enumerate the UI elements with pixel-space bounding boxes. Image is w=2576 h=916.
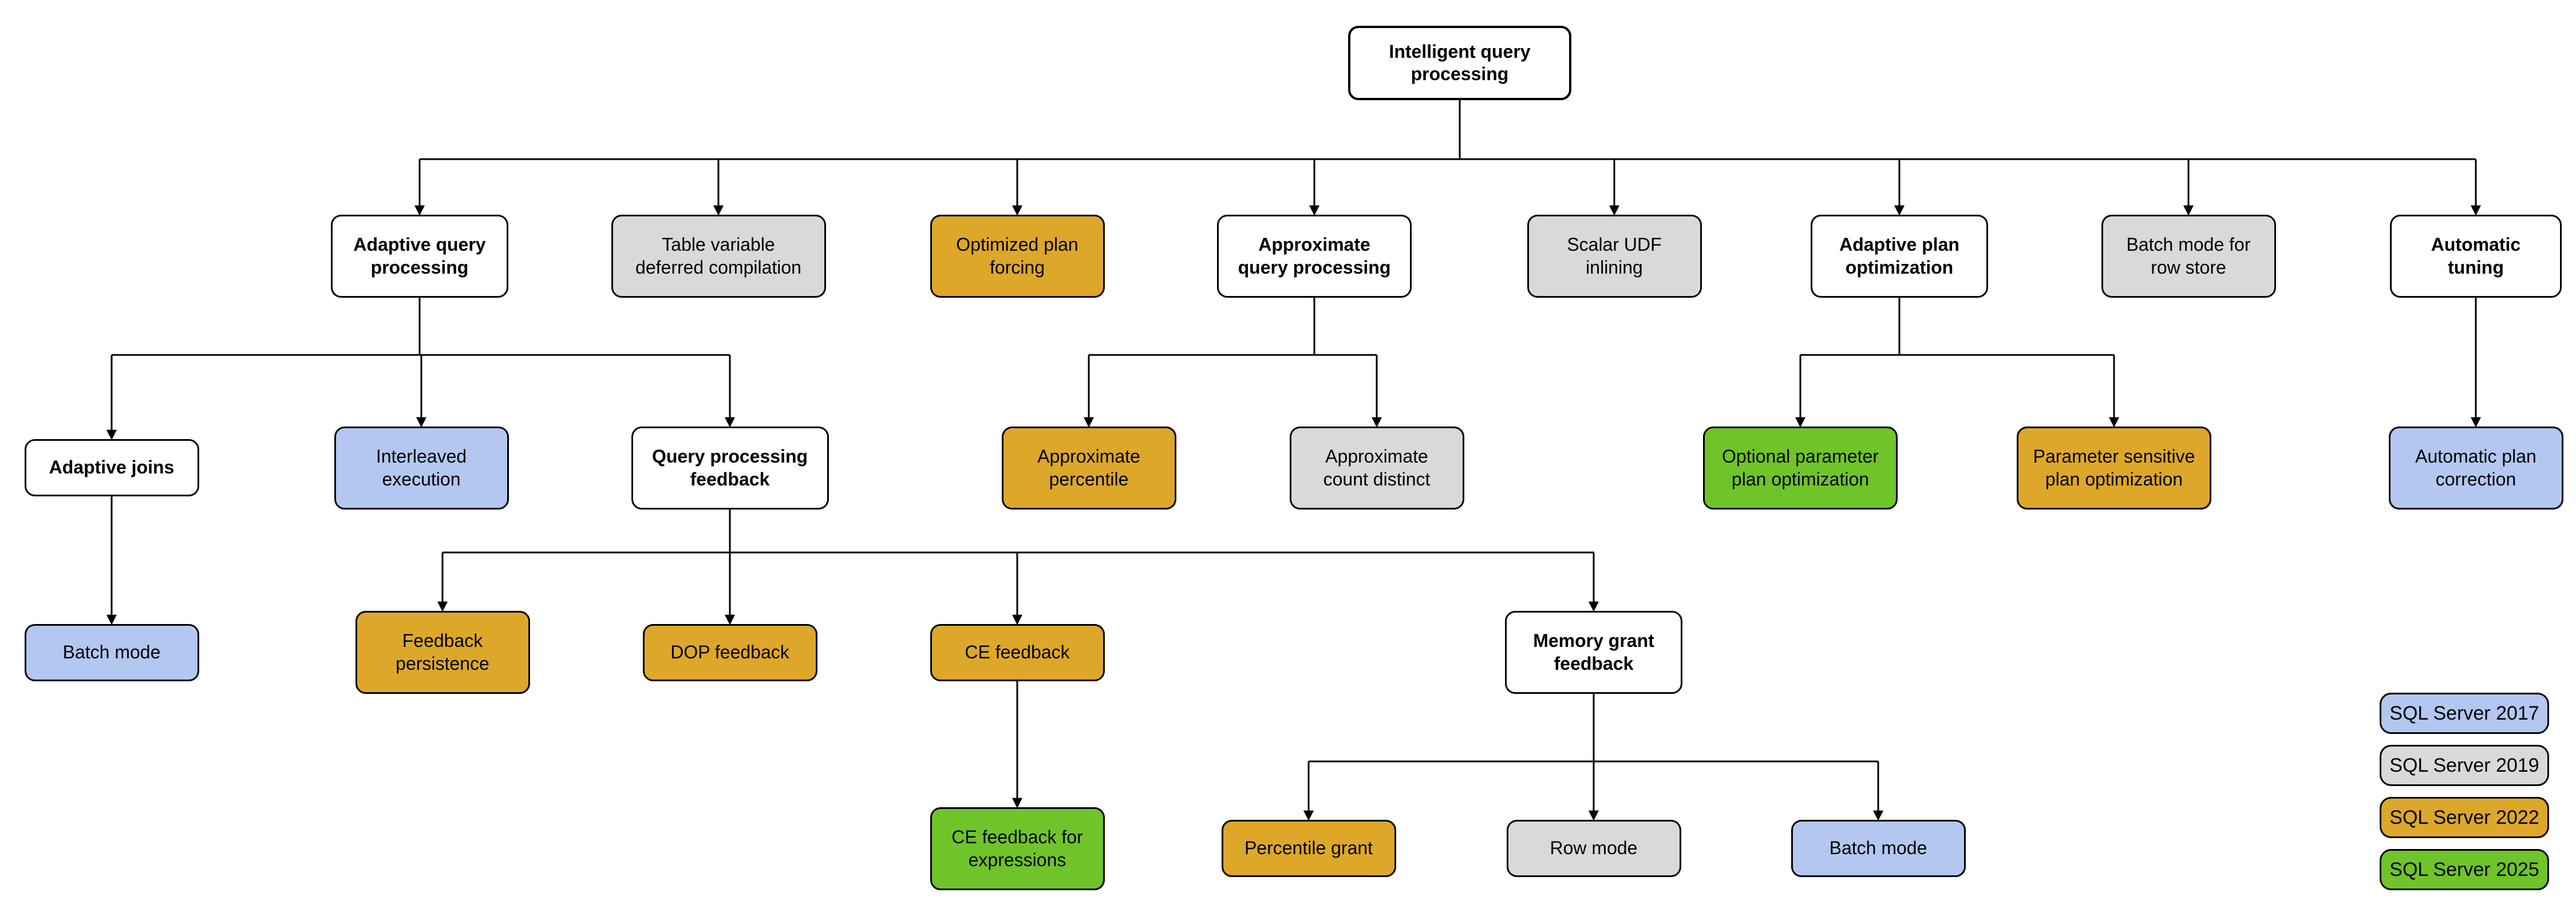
edge-bus-apo xyxy=(1800,298,2114,356)
node-memory-grant-feedback: Memory grant feedback xyxy=(1505,611,1682,694)
node-intelligent-query-processing: Intelligent query processing xyxy=(1348,26,1571,100)
node-automatic-plan-correction: Automatic plan correction xyxy=(2388,427,2563,510)
node-batch-mode-memory-grant: Batch mode xyxy=(1791,820,1966,877)
node-optimized-plan-forcing: Optimized plan forcing xyxy=(930,215,1105,298)
legend-sql-server-2019: SQL Server 2019 xyxy=(2380,745,2549,786)
edge-bus-aqproc xyxy=(1089,298,1377,356)
node-query-processing-feedback: Query processing feedback xyxy=(631,427,829,510)
legend-sql-server-2025: SQL Server 2025 xyxy=(2380,849,2549,890)
node-percentile-grant: Percentile grant xyxy=(1221,820,1396,877)
node-batch-mode-for-row-store: Batch mode for row store xyxy=(2101,215,2276,298)
node-approximate-count-distinct: Approximate count distinct xyxy=(1289,427,1464,510)
edge-bus-qpf xyxy=(442,510,1594,554)
edge-bus-mgf xyxy=(1309,694,1878,763)
node-approximate-query-processing: Approximate query processing xyxy=(1217,215,1412,298)
node-table-variable-deferred-compilation: Table variable deferred compilation xyxy=(611,215,826,298)
edge-bus-root xyxy=(420,100,2476,160)
edge-bus-aqp xyxy=(112,298,730,356)
node-automatic-tuning: Automatic tuning xyxy=(2390,215,2562,298)
node-feedback-persistence: Feedback persistence xyxy=(355,611,530,694)
legend-sql-server-2022: SQL Server 2022 xyxy=(2380,797,2549,838)
node-optional-parameter-plan-optimization: Optional parameter plan optimization xyxy=(1703,427,1898,510)
node-row-mode: Row mode xyxy=(1506,820,1681,877)
node-dop-feedback: DOP feedback xyxy=(642,624,817,681)
node-adaptive-query-processing: Adaptive query processing xyxy=(331,215,508,298)
node-approximate-percentile: Approximate percentile xyxy=(1001,427,1176,510)
legend-sql-server-2017: SQL Server 2017 xyxy=(2380,693,2549,734)
node-batch-mode-adaptive-joins: Batch mode xyxy=(24,624,199,681)
node-scalar-udf-inlining: Scalar UDF inlining xyxy=(1527,215,1702,298)
node-adaptive-plan-optimization: Adaptive plan optimization xyxy=(1811,215,1988,298)
node-interleaved-execution: Interleaved execution xyxy=(334,427,509,510)
node-parameter-sensitive-plan-optimization: Parameter sensitive plan optimization xyxy=(2017,427,2211,510)
node-adaptive-joins: Adaptive joins xyxy=(24,439,199,496)
node-ce-feedback: CE feedback xyxy=(930,624,1105,681)
node-ce-feedback-for-expressions: CE feedback for expressions xyxy=(930,807,1105,890)
